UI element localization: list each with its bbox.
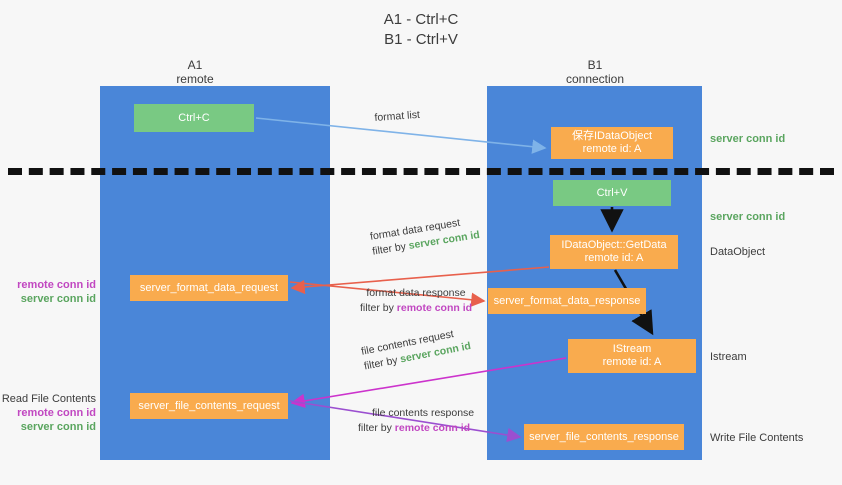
filter-prefix: filter by xyxy=(358,422,395,434)
caption-format-list-text: format list xyxy=(374,108,421,124)
box-ctrl-v[interactable]: Ctrl+V xyxy=(553,180,671,206)
caption-file-contents-response: file contents response filter by remote … xyxy=(358,406,475,436)
filter-target-remote-conn-id: remote conn id xyxy=(394,422,471,434)
dashed-divider xyxy=(8,168,834,175)
box-idataobject-getdata[interactable]: IDataObject::GetData remote id: A xyxy=(550,235,678,269)
label-server-conn-id-4: server conn id xyxy=(20,421,96,433)
column-header-b1: B1 connection xyxy=(565,58,625,86)
label-dataobject: DataObject xyxy=(710,246,766,258)
box-istream[interactable]: IStream remote id: A xyxy=(568,339,696,373)
caption-format-data-response-filter: filter by remote conn id xyxy=(360,301,472,316)
box-server-file-contents-response[interactable]: server_file_contents_response xyxy=(524,424,684,450)
filter-target-remote-conn-id: remote conn id xyxy=(396,302,473,314)
label-remote-conn-id-2: remote conn id xyxy=(17,407,96,419)
label-istream: Istream xyxy=(710,351,747,363)
caption-format-data-request: format data request filter by server con… xyxy=(369,213,481,260)
label-remote-conn-id-1: remote conn id xyxy=(17,279,96,291)
label-conn-ids-format: remote conn id server conn id xyxy=(0,278,96,306)
caption-file-contents-response-text: file contents response xyxy=(372,407,475,419)
filter-prefix: filter by xyxy=(360,302,397,314)
caption-file-contents-response-filter: filter by remote conn id xyxy=(358,421,474,436)
box-server-file-contents-request[interactable]: server_file_contents_request xyxy=(130,393,288,419)
page-title: A1 - Ctrl+C B1 - Ctrl+V xyxy=(383,11,459,48)
caption-format-data-response: format data response filter by remote co… xyxy=(360,286,472,316)
box-save-idataobject[interactable]: 保存IDataObject remote id: A xyxy=(551,127,673,159)
box-server-format-data-request[interactable]: server_format_data_request xyxy=(130,275,288,301)
caption-format-list: format list xyxy=(374,108,420,126)
box-server-format-data-response[interactable]: server_format_data_response xyxy=(488,288,646,314)
label-conn-ids-file: Read File Contents remote conn id server… xyxy=(0,392,96,434)
label-read-file-contents: Read File Contents xyxy=(1,393,96,405)
caption-format-data-response-text: format data response xyxy=(366,287,466,299)
column-header-a1: A1 remote xyxy=(176,58,214,86)
label-server-conn-id-1: server conn id xyxy=(710,133,786,145)
box-ctrl-c[interactable]: Ctrl+C xyxy=(134,104,254,132)
label-write-file-contents: Write File Contents xyxy=(710,432,804,444)
caption-file-contents-request: file contents request filter by server c… xyxy=(360,324,472,374)
label-server-conn-id-2: server conn id xyxy=(710,211,786,223)
label-server-conn-id-3: server conn id xyxy=(20,293,96,305)
